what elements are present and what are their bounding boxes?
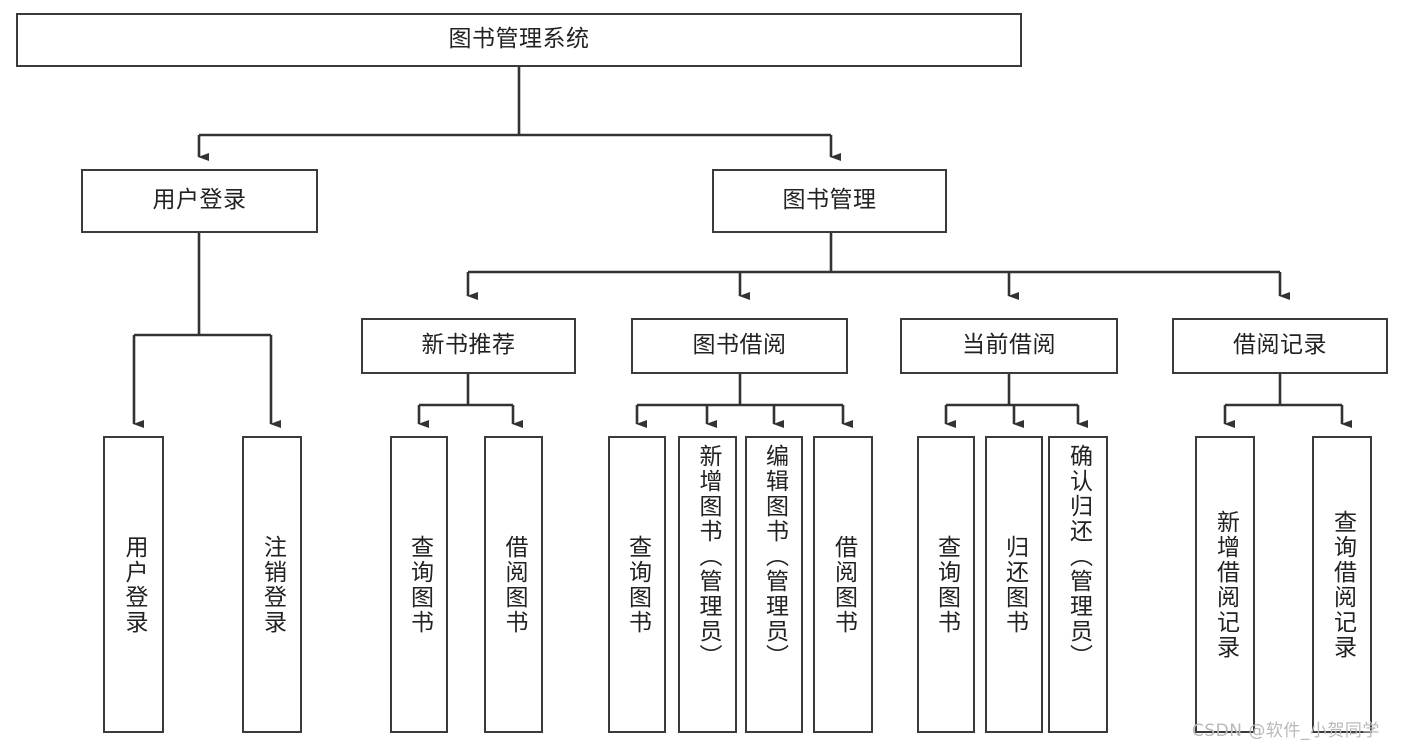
node-leaf-add-borrow-record[interactable]: 新增借阅记录	[1195, 436, 1255, 733]
node-leaf-user-login-label: 用户登录	[121, 534, 147, 635]
node-leaf-borrow-book[interactable]: 借阅图书	[813, 436, 873, 733]
node-borrow-record[interactable]: 借阅记录	[1172, 318, 1388, 374]
node-leaf-query-book-new-label: 查询图书	[406, 534, 433, 635]
node-book-borrow[interactable]: 图书借阅	[631, 318, 848, 374]
node-leaf-user-login[interactable]: 用户登录	[103, 436, 164, 733]
node-root-system[interactable]: 图书管理系统	[16, 13, 1022, 67]
node-book-management-label: 图书管理	[782, 187, 877, 214]
node-leaf-confirm-return-admin-label: 确认归还（管理员）	[1065, 444, 1092, 669]
csdn-watermark: CSDN @软件_小贺同学	[1192, 721, 1380, 741]
node-leaf-query-borrow-record-label: 查询借阅记录	[1329, 509, 1356, 660]
node-user-login-label: 用户登录	[152, 187, 247, 214]
node-leaf-logout[interactable]: 注销登录	[242, 436, 302, 733]
node-book-management[interactable]: 图书管理	[712, 169, 947, 233]
node-book-borrow-label: 图书借阅	[692, 332, 787, 359]
node-leaf-edit-book-admin[interactable]: 编辑图书（管理员）	[745, 436, 803, 733]
node-current-borrow-label: 当前借阅	[962, 332, 1056, 359]
node-leaf-edit-book-admin-label: 编辑图书（管理员）	[761, 444, 788, 669]
node-new-book-recommend[interactable]: 新书推荐	[361, 318, 576, 374]
node-leaf-confirm-return-admin[interactable]: 确认归还（管理员）	[1048, 436, 1108, 733]
node-leaf-borrow-book-new[interactable]: 借阅图书	[484, 436, 543, 733]
node-leaf-query-book-current-label: 查询图书	[933, 534, 960, 635]
node-leaf-return-book-label: 归还图书	[1001, 534, 1028, 635]
node-leaf-logout-label: 注销登录	[259, 534, 286, 635]
node-leaf-query-borrow-record[interactable]: 查询借阅记录	[1312, 436, 1372, 733]
node-leaf-add-book-admin[interactable]: 新增图书（管理员）	[678, 436, 737, 733]
node-leaf-query-book-borrow-label: 查询图书	[624, 534, 651, 635]
node-borrow-record-label: 借阅记录	[1233, 332, 1327, 359]
node-leaf-query-book-borrow[interactable]: 查询图书	[608, 436, 666, 733]
node-leaf-query-book-current[interactable]: 查询图书	[917, 436, 975, 733]
node-leaf-query-book-new[interactable]: 查询图书	[390, 436, 448, 733]
node-root-system-label: 图书管理系统	[448, 26, 590, 53]
node-leaf-borrow-book-new-label: 借阅图书	[501, 534, 527, 635]
node-new-book-recommend-label: 新书推荐	[421, 332, 516, 359]
node-leaf-return-book[interactable]: 归还图书	[985, 436, 1043, 733]
node-current-borrow[interactable]: 当前借阅	[900, 318, 1118, 374]
node-leaf-add-borrow-record-label: 新增借阅记录	[1212, 509, 1239, 660]
node-leaf-add-book-admin-label: 新增图书（管理员）	[695, 444, 721, 669]
node-leaf-borrow-book-label: 借阅图书	[830, 534, 857, 635]
node-user-login[interactable]: 用户登录	[81, 169, 318, 233]
